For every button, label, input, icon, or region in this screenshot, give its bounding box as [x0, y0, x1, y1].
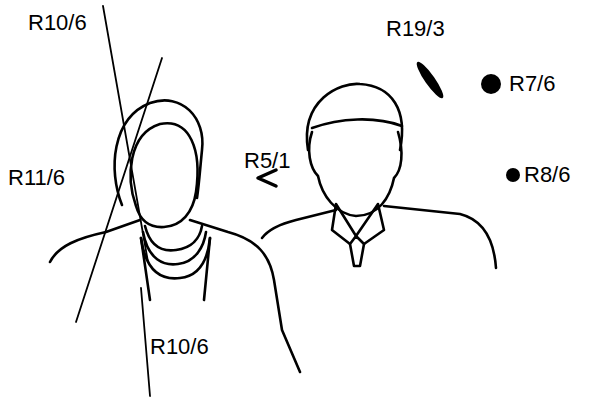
- necklace: [143, 232, 206, 264]
- man-face: [309, 132, 401, 216]
- callout-label-holder: R19/3: [386, 18, 445, 40]
- callout-label: R7/6: [509, 73, 555, 95]
- man-left-shoulder: [262, 210, 336, 238]
- man-hairline: [312, 119, 402, 128]
- callout-label: R11/6: [8, 167, 65, 189]
- mark-line: [76, 58, 162, 322]
- man-tie: [350, 236, 364, 266]
- necklace: [145, 226, 202, 250]
- mark-dot: [506, 168, 520, 182]
- woman-hair: [115, 100, 203, 205]
- mark-chevron: [258, 170, 276, 186]
- callout-label: R10/6: [28, 12, 87, 34]
- man-hair: [307, 84, 402, 150]
- mark-line: [103, 6, 148, 262]
- callout-label-holder: R5/1: [244, 150, 290, 172]
- woman-left-shoulder: [50, 220, 140, 262]
- callout-label-holder: R10/6: [150, 336, 209, 358]
- mark-line: [141, 288, 150, 396]
- callout-label-holder: R10/6: [28, 12, 87, 34]
- woman-face: [131, 123, 198, 227]
- callout-label-holder: R11/6: [8, 167, 65, 189]
- neckline: [141, 238, 210, 300]
- mark-blot: [413, 59, 446, 101]
- callout-label: R8/6: [524, 164, 570, 186]
- man-right-shoulder: [384, 206, 496, 268]
- callout-label: R10/6: [150, 336, 209, 358]
- mark-dot: [481, 74, 501, 94]
- callout-label-holder: R8/6: [524, 164, 570, 186]
- callout-label: R5/1: [244, 150, 290, 172]
- callout-label: R19/3: [386, 18, 445, 40]
- necklace: [141, 238, 210, 278]
- callout-label-holder: R7/6: [509, 73, 555, 95]
